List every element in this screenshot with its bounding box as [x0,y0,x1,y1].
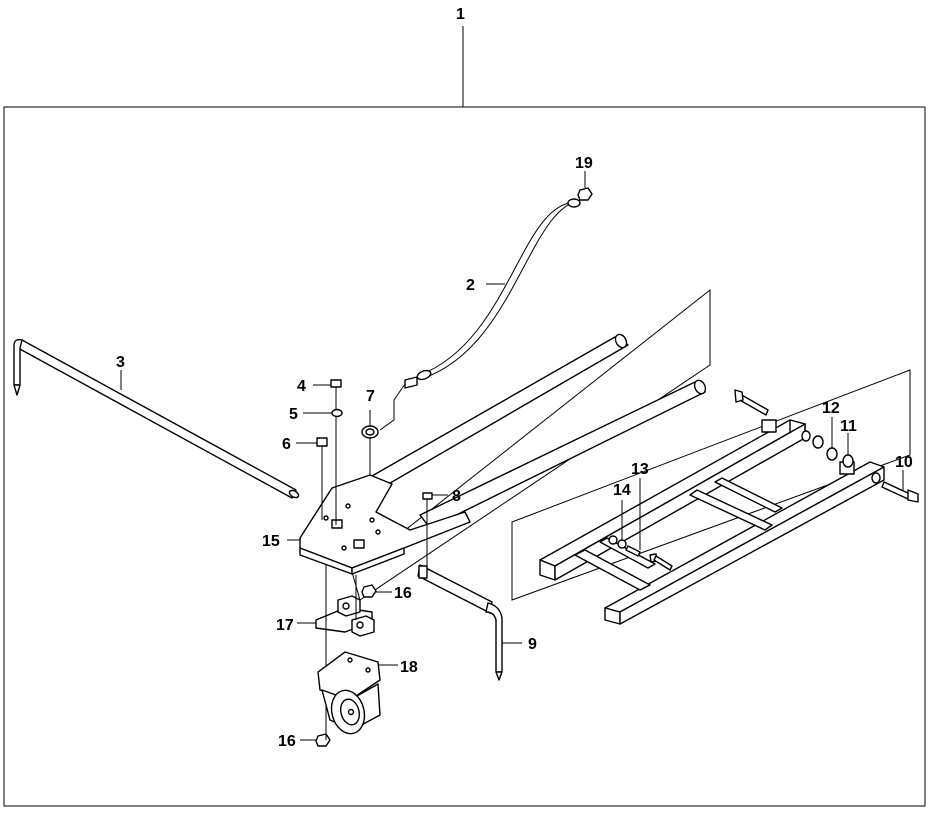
label-13: 13 [631,461,649,478]
label-18: 18 [400,659,418,676]
label-17: 17 [276,617,294,634]
bolt-13 [625,545,673,571]
label-5: 5 [289,406,298,423]
label-8: 8 [452,488,461,505]
caster-wheel [317,651,381,735]
screw-6 [316,437,328,520]
handle-bar [417,564,503,681]
label-6: 6 [282,436,291,453]
label-11: 11 [840,418,857,435]
label-19: 19 [575,155,593,172]
label-9: 9 [528,636,537,653]
screw-4 [330,379,342,525]
label-2: 2 [466,277,475,294]
label-12: 12 [822,400,840,417]
diagram-frame [3,106,926,807]
label-4: 4 [297,378,306,395]
eye-bolt [361,425,379,475]
cable [379,198,581,431]
label-16-lower: 16 [278,733,296,750]
label-10: 10 [895,454,913,471]
label-7: 7 [366,388,375,405]
base-plate [299,474,471,575]
label-14: 14 [613,482,631,499]
washer-11 [842,454,854,468]
washer-14 [608,535,627,549]
label-3: 3 [116,354,125,371]
bracket-17 [315,565,375,740]
washer-set-top [801,430,824,449]
stand-frame [539,419,885,625]
leader-lines [120,171,904,741]
washer-5 [331,408,343,418]
rod [13,338,300,499]
label-15: 15 [262,533,280,550]
nut-19 [577,187,593,201]
bolt-10 [871,472,919,503]
main-beam [364,333,707,529]
label-1: 1 [456,6,465,23]
bolt-left-top [734,389,769,416]
label-16-upper: 16 [394,585,412,602]
nut-16-lower [315,733,331,747]
washer-12 [826,447,838,461]
bolt-8 [422,492,433,570]
nut-16-upper [361,584,377,598]
